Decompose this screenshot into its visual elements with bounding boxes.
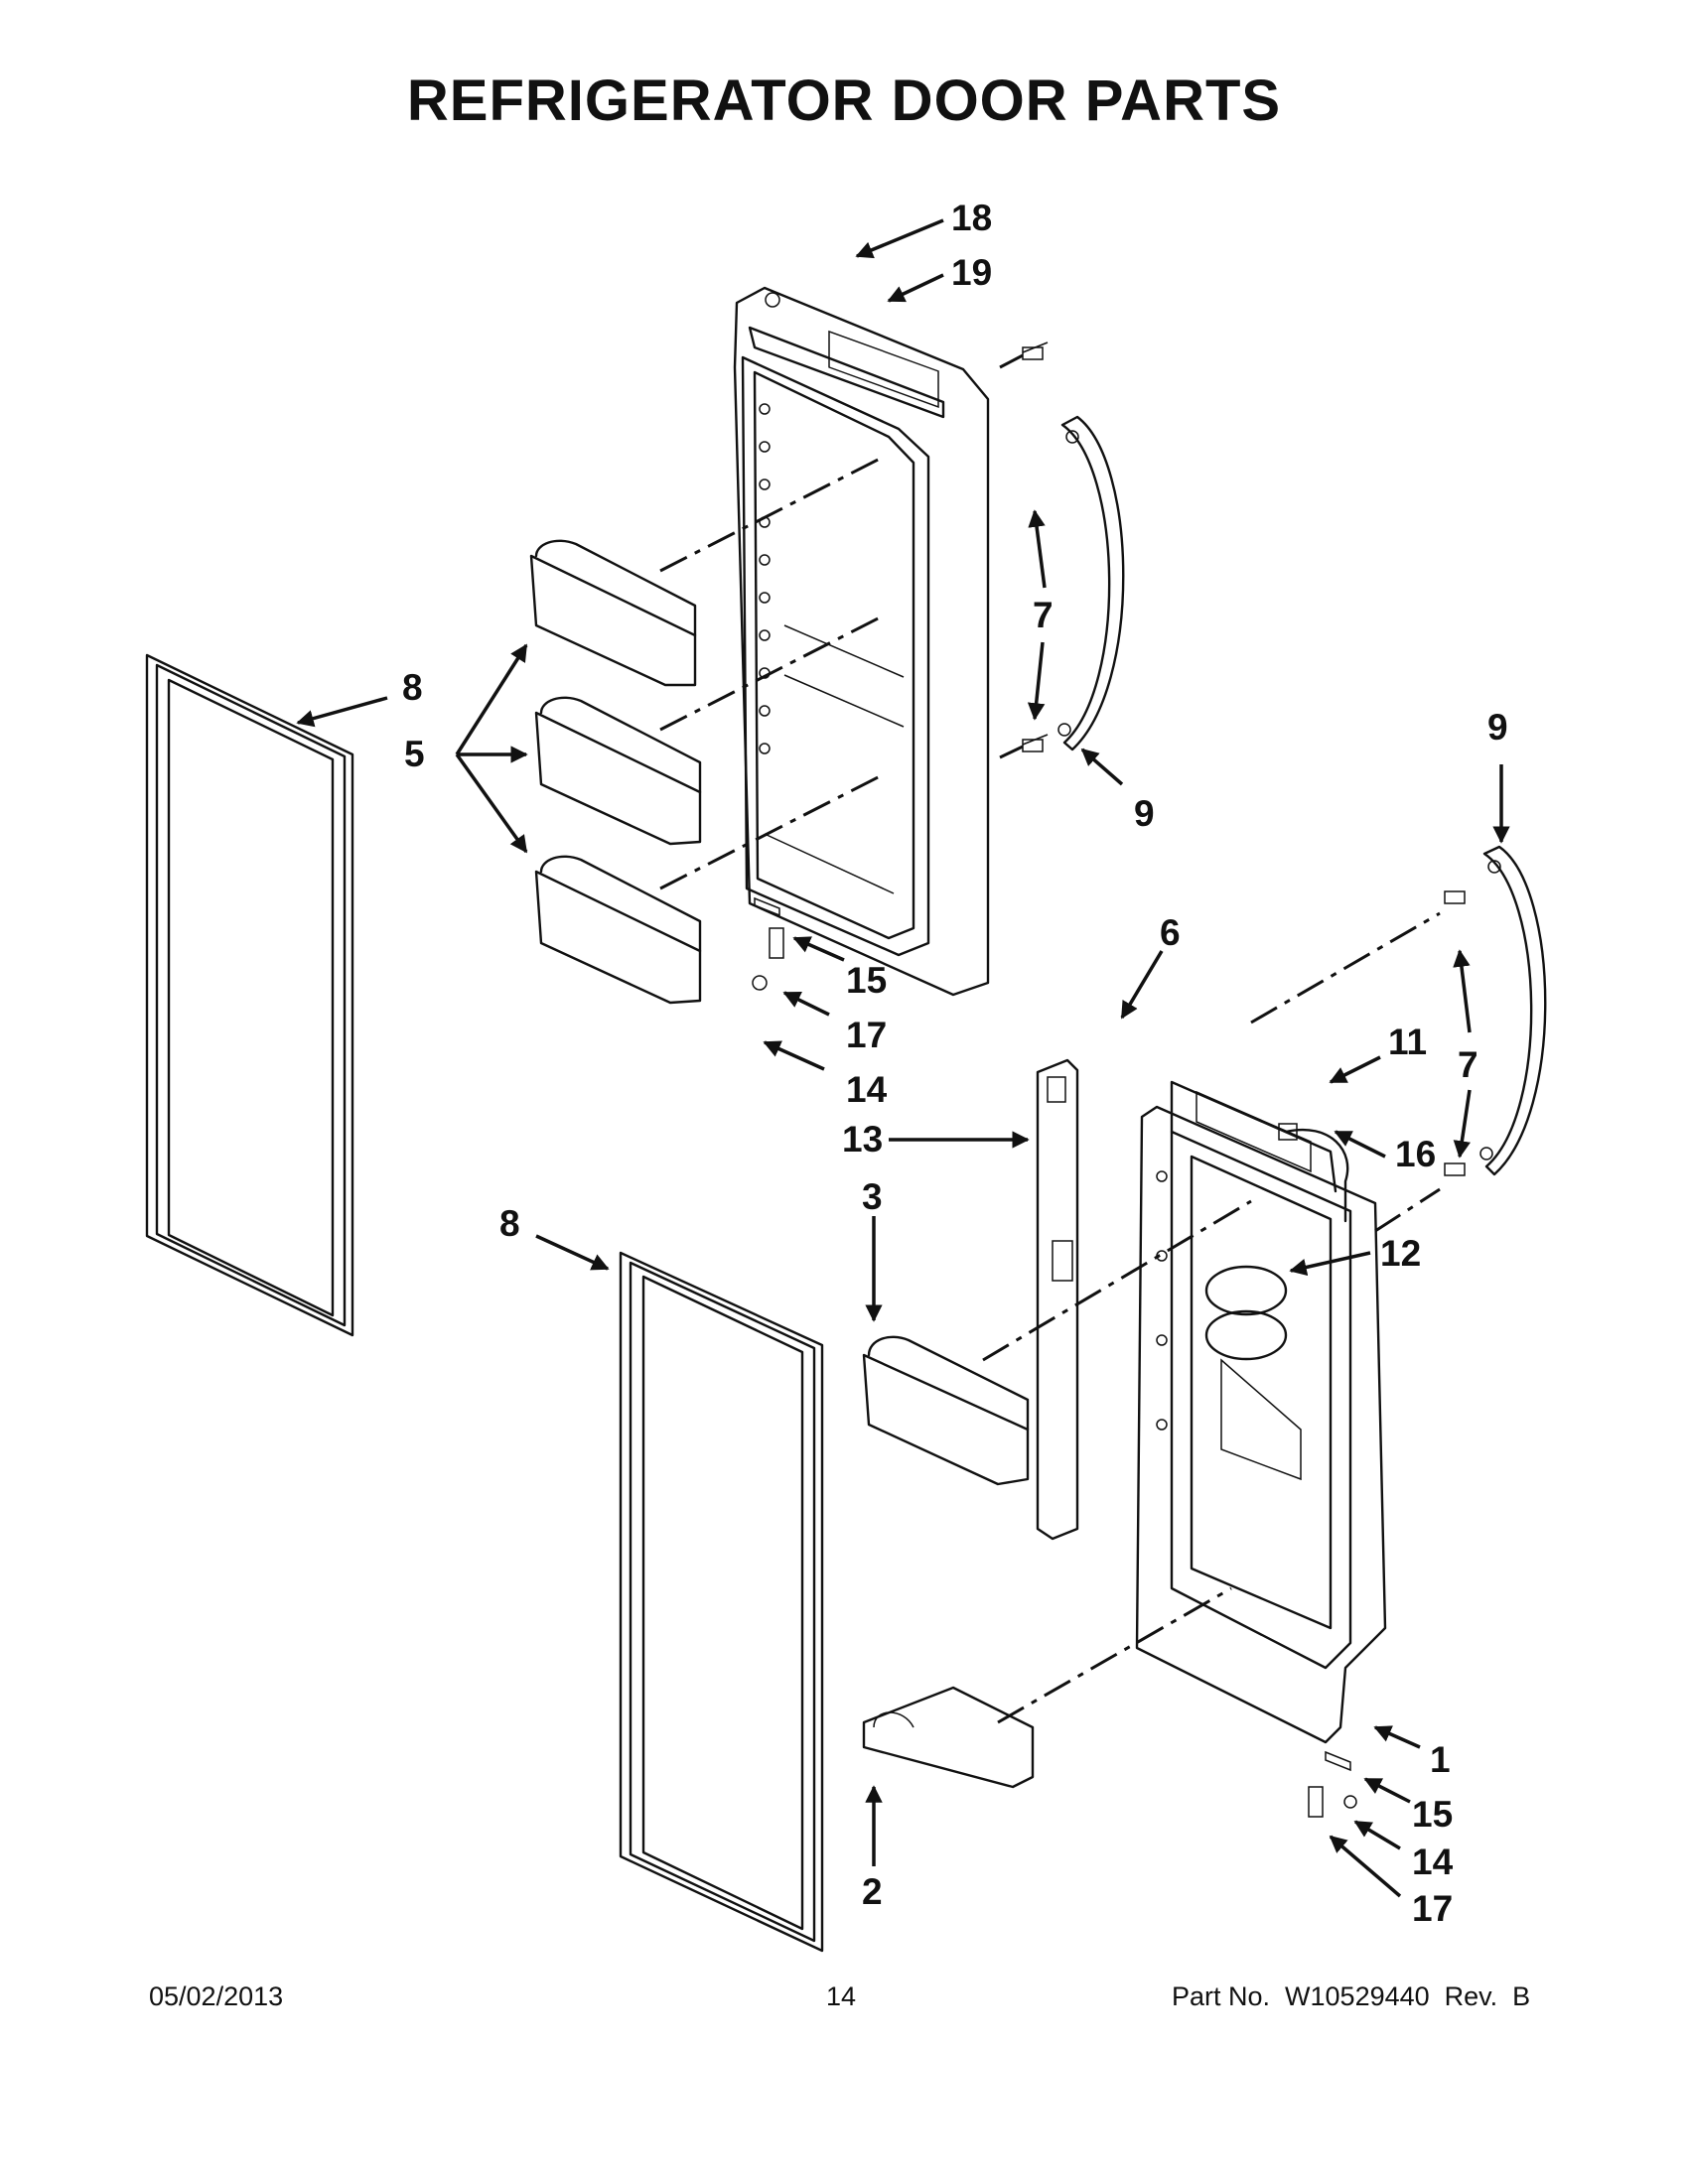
right-hinge-hardware [1308,1750,1357,1818]
callout-15-left: 15 [846,960,887,1001]
callout-5: 5 [404,734,425,774]
callout-7-right: 7 [1458,1044,1478,1085]
left-hinge-hardware [752,896,784,991]
callout-8-right: 8 [499,1203,520,1244]
callout-15-right: 15 [1412,1794,1453,1835]
callout-9-left: 9 [1134,793,1155,834]
footer-part-number: Part No. W10529440 Rev. B [1172,1981,1531,2011]
callout-19: 19 [951,252,992,293]
callout-11: 11 [1388,1022,1427,1062]
callout-3: 3 [862,1176,883,1217]
callout-17-left: 17 [846,1015,887,1055]
callout-1: 1 [1430,1739,1451,1780]
footer-page-number: 14 [826,1981,857,2011]
callout-14-right: 14 [1412,1842,1454,1882]
bottom-trim [862,1686,1035,1789]
footer-date: 05/02/2013 [149,1981,284,2011]
assembly-lines [659,353,1441,1724]
callout-7-left: 7 [1033,595,1054,635]
top-hinge-cover-left [765,292,939,408]
callout-16: 16 [1395,1134,1436,1174]
callout-9-right: 9 [1487,707,1508,748]
callout-6: 6 [1160,912,1181,953]
callout-17-right: 17 [1412,1888,1453,1929]
callout-2: 2 [862,1871,883,1912]
callout-14-left: 14 [846,1069,888,1110]
center-mullion [1036,1058,1079,1541]
shelf-slots-right [1156,1170,1168,1431]
left-door-gasket [145,653,354,1337]
door-bin-middle [534,696,702,846]
page-title: REFRIGERATOR DOOR PARTS [406,68,1282,133]
ice-dispenser-chute [1204,1265,1302,1481]
right-door-gasket [619,1251,824,1953]
door-bin-lower [534,855,702,1005]
left-door-liner [733,286,990,997]
callout-labels: 18 19 7 9 8 5 9 7 6 11 15 17 14 13 16 3 … [402,198,1508,1929]
left-door-handle [1022,341,1125,752]
callout-18: 18 [951,198,992,238]
leader-arrows [296,218,1510,1898]
callout-12: 12 [1380,1233,1421,1274]
callout-8-left: 8 [402,667,423,708]
right-door-liner [1135,1080,1387,1744]
shelf-slots-left [759,403,771,754]
right-door-handle [1444,845,1547,1176]
callout-13: 13 [842,1119,883,1160]
top-hinge-cover-right [1196,1090,1312,1173]
door-bin-upper [529,539,697,687]
door-bin-dairy [862,1335,1030,1486]
